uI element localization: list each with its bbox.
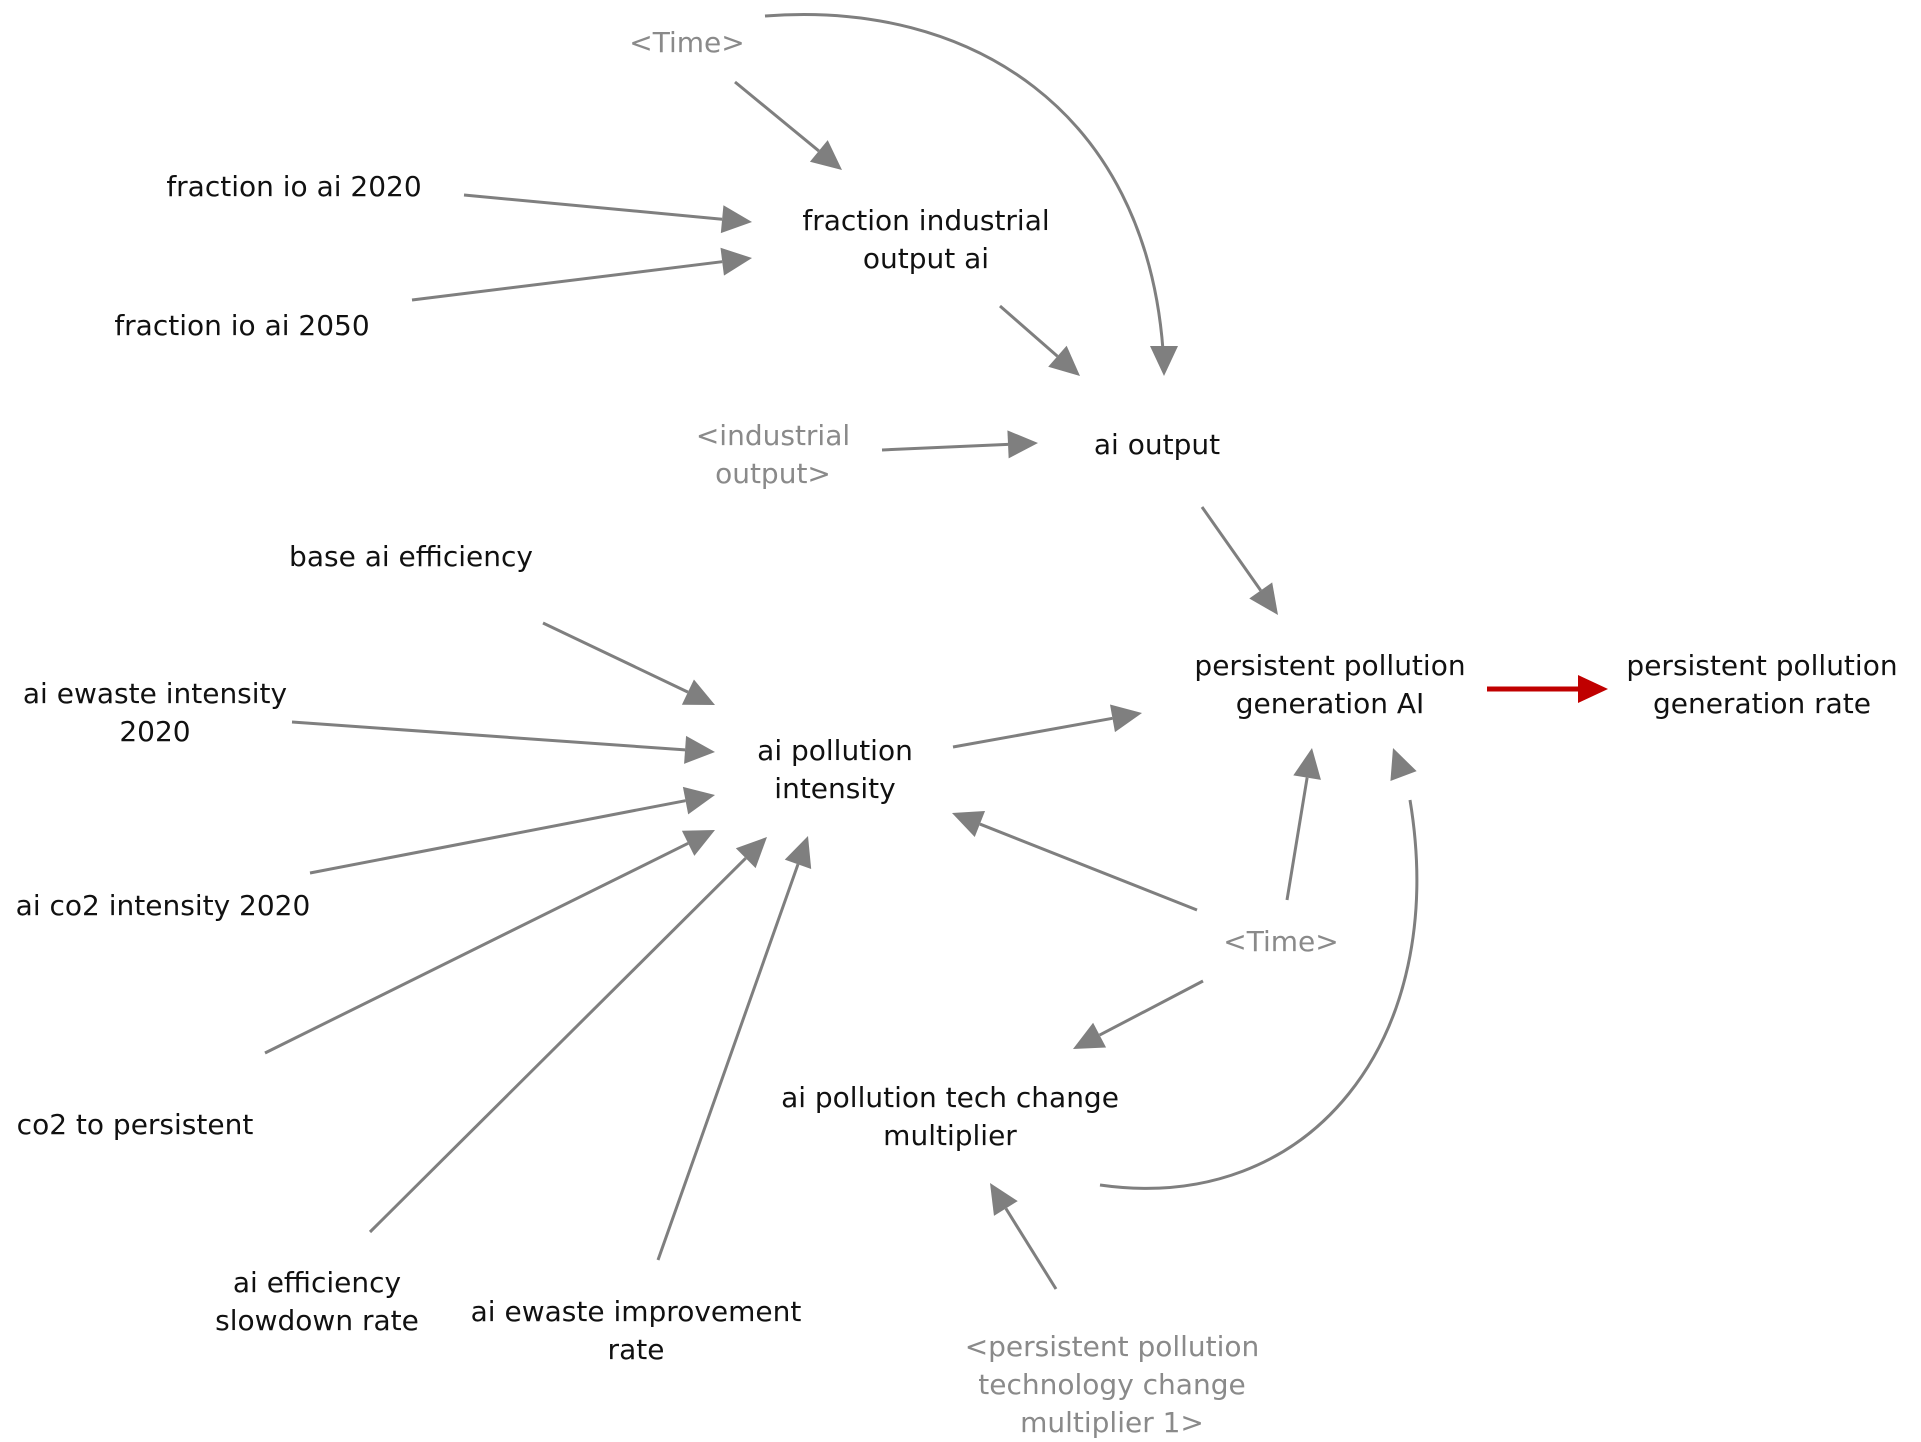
edge-ai-output-to-ppgen[interactable] [1200,506,1262,592]
ai-pollution-tech-change-multiplier-line-1: ai pollution tech change [781,1081,1119,1114]
edge-co2-2020-to-intensity-arrowhead [682,786,715,815]
pp-tech-change-multiplier-1-shadow-line-2: technology change [978,1368,1246,1401]
edge-time-to-ai-output-arrowhead [1150,346,1178,376]
persistent-pollution-generation-ai-line-1: persistent pollution [1194,649,1466,682]
fraction-industrial-output-ai-line-2: output ai [862,242,990,275]
edge-time-to-fraction-io-arrowhead [809,140,842,170]
industrial-output-shadow-line-1: <industrial [695,419,851,452]
edge-intensity-to-ppgen-arrowhead [1109,704,1142,733]
ai-pollution-tech-change-multiplier[interactable]: ai pollution tech change multiplier [781,1079,1119,1155]
ai-pollution-intensity-line-2: intensity [774,772,896,805]
ai-ewaste-intensity-2020-line-1: ai ewaste intensity [22,677,288,710]
edge-fraction-io-to-ai-output[interactable] [999,304,1059,358]
ai-efficiency-slowdown-rate-line-1: ai efficiency [232,1266,402,1299]
ai-ewaste-intensity-2020-line-2: 2020 [119,715,191,748]
edge-intensity-to-ppgen[interactable] [952,716,1113,749]
edge-pp-tech-to-multiplier[interactable] [1004,1207,1058,1290]
edge-ppgen-to-rate-arrowhead [1578,675,1608,703]
edge-multiplier-to-ppgen-arrowhead [1390,748,1417,782]
edge-time-bottom-to-intensity[interactable] [979,822,1198,912]
edge-layer [264,13,1608,1290]
time-shadow-bottom[interactable]: <Time> [1223,925,1339,958]
edge-slowdown-to-intensity-arrowhead [735,837,767,869]
edge-fraction-io-to-ai-output-arrowhead [1048,345,1080,376]
edge-base-eff-to-intensity[interactable] [542,621,689,694]
persistent-pollution-generation-rate-line-1: persistent pollution [1626,649,1898,682]
edge-time-to-ai-output[interactable] [764,13,1165,351]
persistent-pollution-generation-ai-line-2: generation AI [1235,687,1425,720]
ai-output[interactable]: ai output [1093,428,1221,461]
edge-pp-tech-to-multiplier-arrowhead [990,1183,1018,1216]
industrial-output-shadow-line-2: output> [715,457,831,490]
edge-ewaste2020-to-intensity[interactable] [291,720,686,752]
edge-io2020-to-fraction-io[interactable] [463,193,723,221]
edge-co2-persistent-to-intensity-arrowhead [681,830,715,856]
edge-slowdown-to-intensity[interactable] [368,857,747,1234]
edge-ewaste-improvement-to-intensity-arrowhead [784,836,812,869]
industrial-output-shadow[interactable]: <industrial output> [696,417,850,493]
edge-io2050-to-fraction-io[interactable] [411,260,723,302]
fraction-io-ai-2020[interactable]: fraction io ai 2020 [166,170,422,203]
time-shadow-top[interactable]: <Time> [629,26,745,59]
edge-ewaste-improvement-to-intensity[interactable] [656,863,800,1261]
pp-tech-change-multiplier-1-shadow-line-3: multiplier 1> [1020,1406,1204,1439]
co2-to-persistent[interactable]: co2 to persistent [16,1108,254,1141]
edge-time-bottom-to-intensity-arrowhead [952,811,986,838]
ai-ewaste-improvement-rate[interactable]: ai ewaste improvement rate [471,1293,802,1369]
edge-io2020-to-fraction-io-arrowhead [720,205,752,234]
ai-efficiency-slowdown-rate[interactable]: ai efficiency slowdown rate [215,1264,419,1340]
edge-time-bottom-to-ppgen-arrowhead [1293,748,1321,780]
edge-ai-output-to-ppgen-arrowhead [1249,582,1278,615]
edge-time-bottom-to-multiplier[interactable] [1098,979,1204,1037]
persistent-pollution-generation-ai[interactable]: persistent pollution generation AI [1194,647,1465,723]
edge-multiplier-to-ppgen[interactable] [1099,799,1419,1190]
edge-co2-persistent-to-intensity[interactable] [264,841,689,1055]
pp-tech-change-multiplier-1-shadow-line-1: <persistent pollution [964,1330,1260,1363]
ai-co2-intensity-2020[interactable]: ai co2 intensity 2020 [15,889,311,922]
ai-pollution-intensity-line-1: ai pollution [757,734,913,767]
edge-ewaste2020-to-intensity-arrowhead [684,735,715,764]
edge-io2050-to-fraction-io-arrowhead [720,247,752,276]
fraction-io-ai-2050[interactable]: fraction io ai 2050 [114,309,370,342]
edge-co2-2020-to-intensity[interactable] [309,799,686,875]
edge-time-bottom-to-ppgen[interactable] [1285,777,1309,901]
edge-industrial-output-to-ai-output-arrowhead [1007,430,1038,459]
edge-time-to-fraction-io[interactable] [734,80,820,153]
edge-base-eff-to-intensity-arrowhead [681,679,715,705]
fraction-industrial-output-ai[interactable]: fraction industrial output ai [802,202,1049,278]
edge-time-bottom-to-multiplier-arrowhead [1073,1022,1107,1049]
persistent-pollution-generation-rate-line-2: generation rate [1652,687,1872,720]
pp-tech-change-multiplier-1-shadow[interactable]: <persistent pollution technology change mu… [965,1328,1260,1442]
ai-efficiency-slowdown-rate-line-2: slowdown rate [215,1304,419,1337]
ai-ewaste-improvement-rate-line-2: rate [607,1333,665,1366]
base-ai-efficiency[interactable]: base ai efficiency [289,540,533,573]
ai-ewaste-intensity-2020[interactable]: ai ewaste intensity 2020 [23,675,287,751]
persistent-pollution-generation-rate[interactable]: persistent pollution generation rate [1626,647,1897,723]
edge-industrial-output-to-ai-output[interactable] [881,442,1009,452]
ai-pollution-intensity[interactable]: ai pollution intensity [757,732,913,808]
fraction-industrial-output-ai-line-1: fraction industrial [802,204,1050,237]
ai-ewaste-improvement-rate-line-1: ai ewaste improvement [470,1295,802,1328]
ai-pollution-tech-change-multiplier-line-2: multiplier [883,1119,1017,1152]
